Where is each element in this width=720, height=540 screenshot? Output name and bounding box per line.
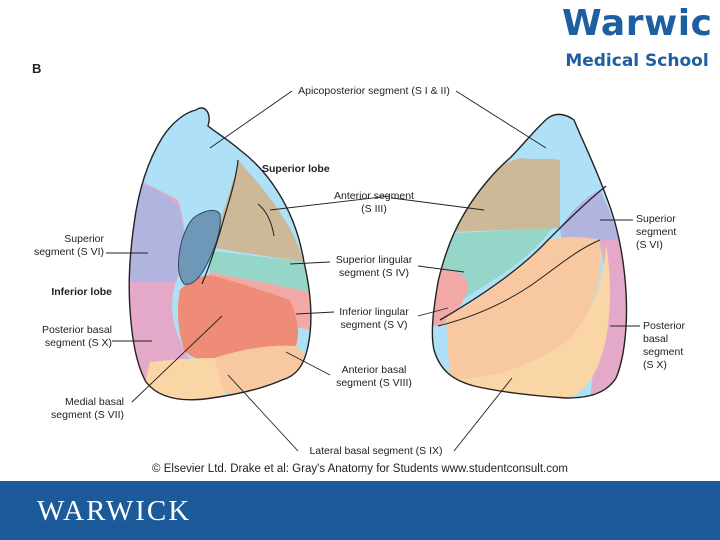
label-inferior-lingular: Inferior lingular segment (S V): [318, 306, 430, 332]
right-anterior-region: [448, 158, 560, 232]
right-lateral-lung: [420, 100, 640, 410]
footer-band: WARWICK: [0, 481, 720, 540]
label-anterior-segment: Anterior segment (S III): [322, 190, 426, 216]
label-inferior-lobe: Inferior lobe: [10, 286, 112, 299]
left-lateral-basal-region: [140, 358, 226, 404]
label-superior-lobe: Superior lobe: [262, 163, 330, 176]
label-posterior-basal-left: Posterior basal segment (S X): [10, 324, 112, 350]
left-medial-lung: [100, 90, 340, 410]
label-anterior-basal: Anterior basal segment (S VIII): [318, 364, 430, 390]
copyright-notice: © Elsevier Ltd. Drake et al: Gray's Anat…: [0, 463, 720, 475]
label-superior-lingular: Superior lingular segment (S IV): [318, 254, 430, 280]
label-superior-left: Superior segment (S VI): [10, 233, 104, 259]
label-superior-right: Superior segment (S VI): [636, 213, 676, 252]
label-lateral-basal: Lateral basal segment (S IX): [290, 445, 462, 458]
footer-warwick-logo: WARWICK: [37, 495, 191, 527]
label-apicoposterior: Apicoposterior segment (S I & II): [258, 85, 490, 98]
label-posterior-basal-right: Posterior basal segment (S X): [643, 320, 685, 372]
label-medial-basal: Medial basal segment (S VII): [10, 396, 124, 422]
